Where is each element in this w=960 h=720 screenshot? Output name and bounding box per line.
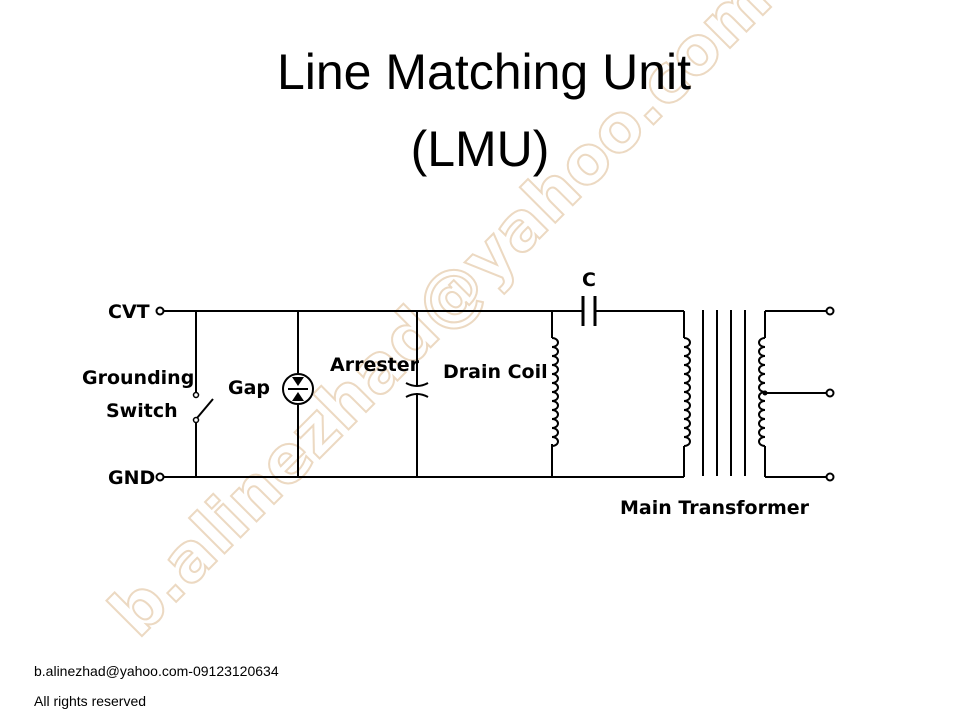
secondary-terminal-top [825, 306, 835, 316]
page-title-line1: Line Matching Unit [276, 44, 692, 100]
capacitor-label: C [582, 269, 596, 291]
secondary-terminal-bottom [825, 472, 835, 482]
gnd-label: GND [108, 467, 155, 489]
secondary-terminal-mid [825, 388, 835, 398]
main-transformer-symbol [683, 310, 768, 476]
main-transformer-label: Main Transformer [620, 497, 810, 519]
gap-label: Gap [228, 377, 270, 399]
footer-rights: All rights reserved [34, 693, 147, 709]
gnd-terminal [155, 472, 165, 482]
wiring [162, 310, 828, 478]
drain-coil-label: Drain Coil [443, 361, 548, 383]
page-title-line2: (LMU) [410, 121, 550, 177]
arrester-symbol [405, 382, 429, 398]
cvt-terminal [155, 306, 165, 316]
drain-coil-symbol [551, 337, 559, 447]
spark-gap-symbol [282, 373, 314, 405]
capacitor-symbol [581, 296, 597, 326]
terminals [155, 306, 835, 482]
arrester-label: Arrester [330, 354, 420, 376]
footer-contact: b.alinezhad@yahoo.com-09123120634 [34, 663, 279, 679]
switch-label: Switch [106, 400, 178, 422]
grounding-switch-symbol [192, 391, 214, 424]
cvt-label: CVT [108, 301, 150, 323]
grounding-label: Grounding [82, 367, 194, 389]
